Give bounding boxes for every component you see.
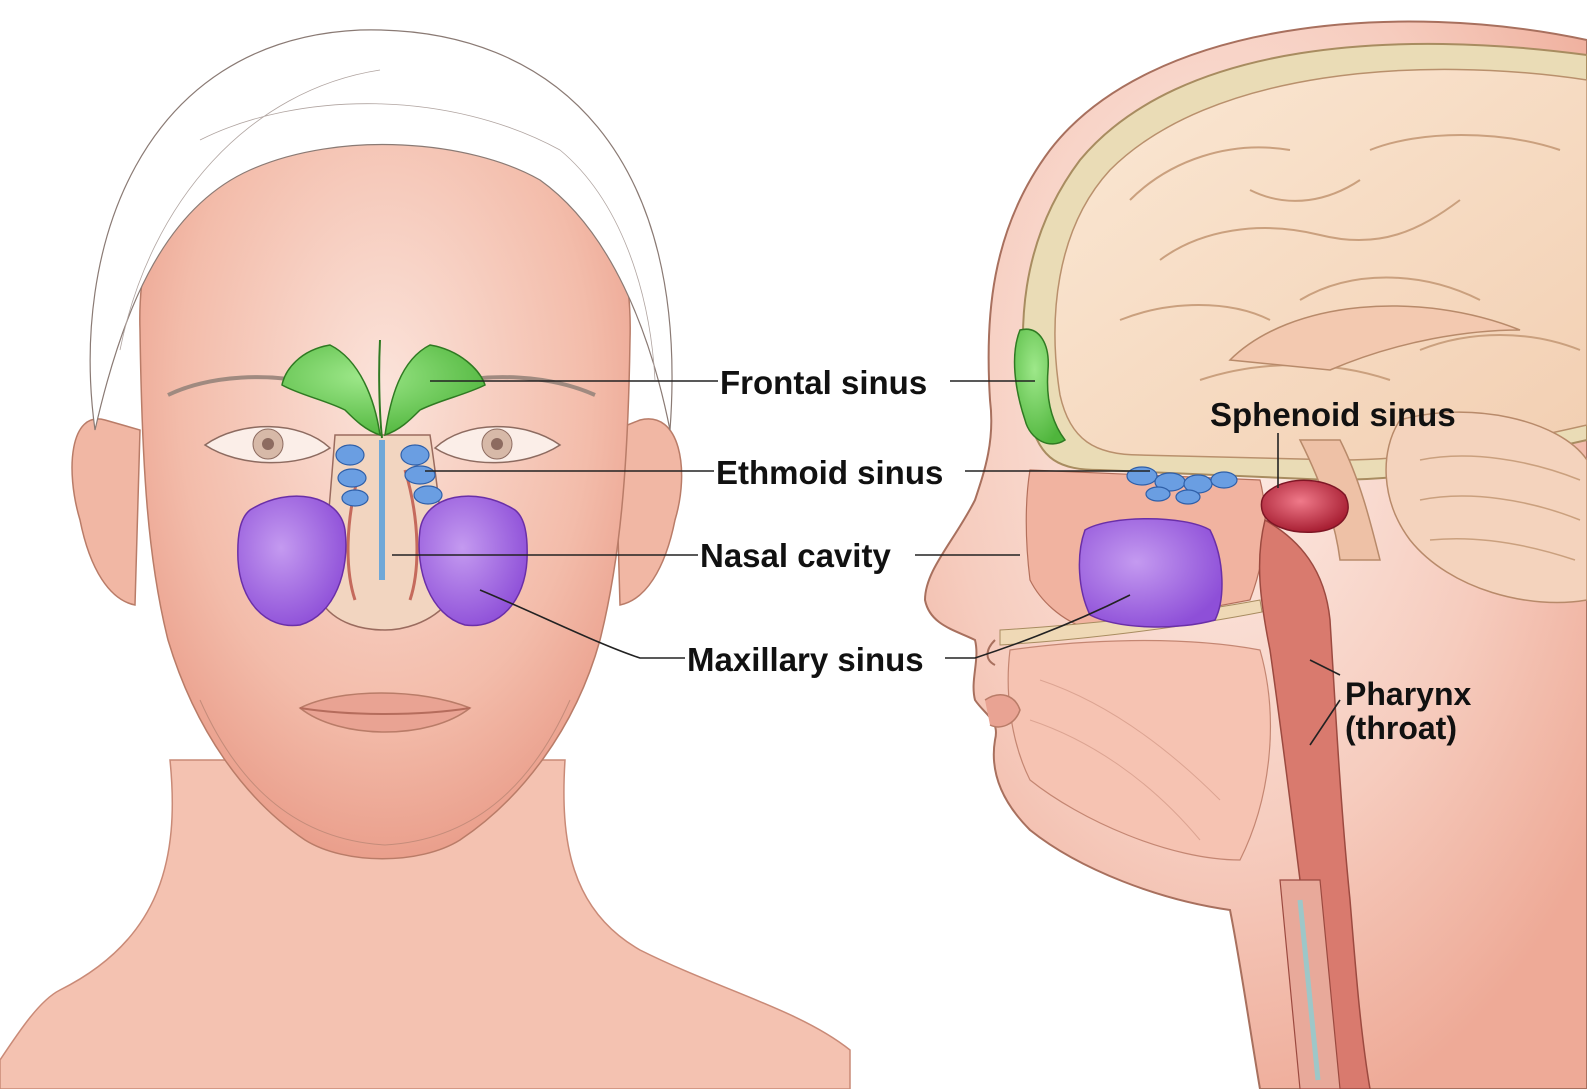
left-ear: [72, 419, 140, 605]
sphenoid-sinus-label: Sphenoid sinus: [1210, 398, 1456, 431]
sphenoid-sinus-side: [1261, 480, 1348, 532]
pharynx-label: Pharynx (throat): [1345, 678, 1471, 745]
frontal-sinus-label: Frontal sinus: [720, 366, 927, 399]
pharynx-label-line2: (throat): [1345, 712, 1471, 746]
maxillary-sinus-side: [1079, 519, 1222, 627]
ethmoid-sinus-label: Ethmoid sinus: [716, 456, 943, 489]
pharynx-label-line1: Pharynx: [1345, 678, 1471, 712]
nasal-cavity-label: Nasal cavity: [700, 539, 891, 572]
maxillary-sinus-label: Maxillary sinus: [687, 643, 924, 676]
side-view: [925, 22, 1587, 1089]
